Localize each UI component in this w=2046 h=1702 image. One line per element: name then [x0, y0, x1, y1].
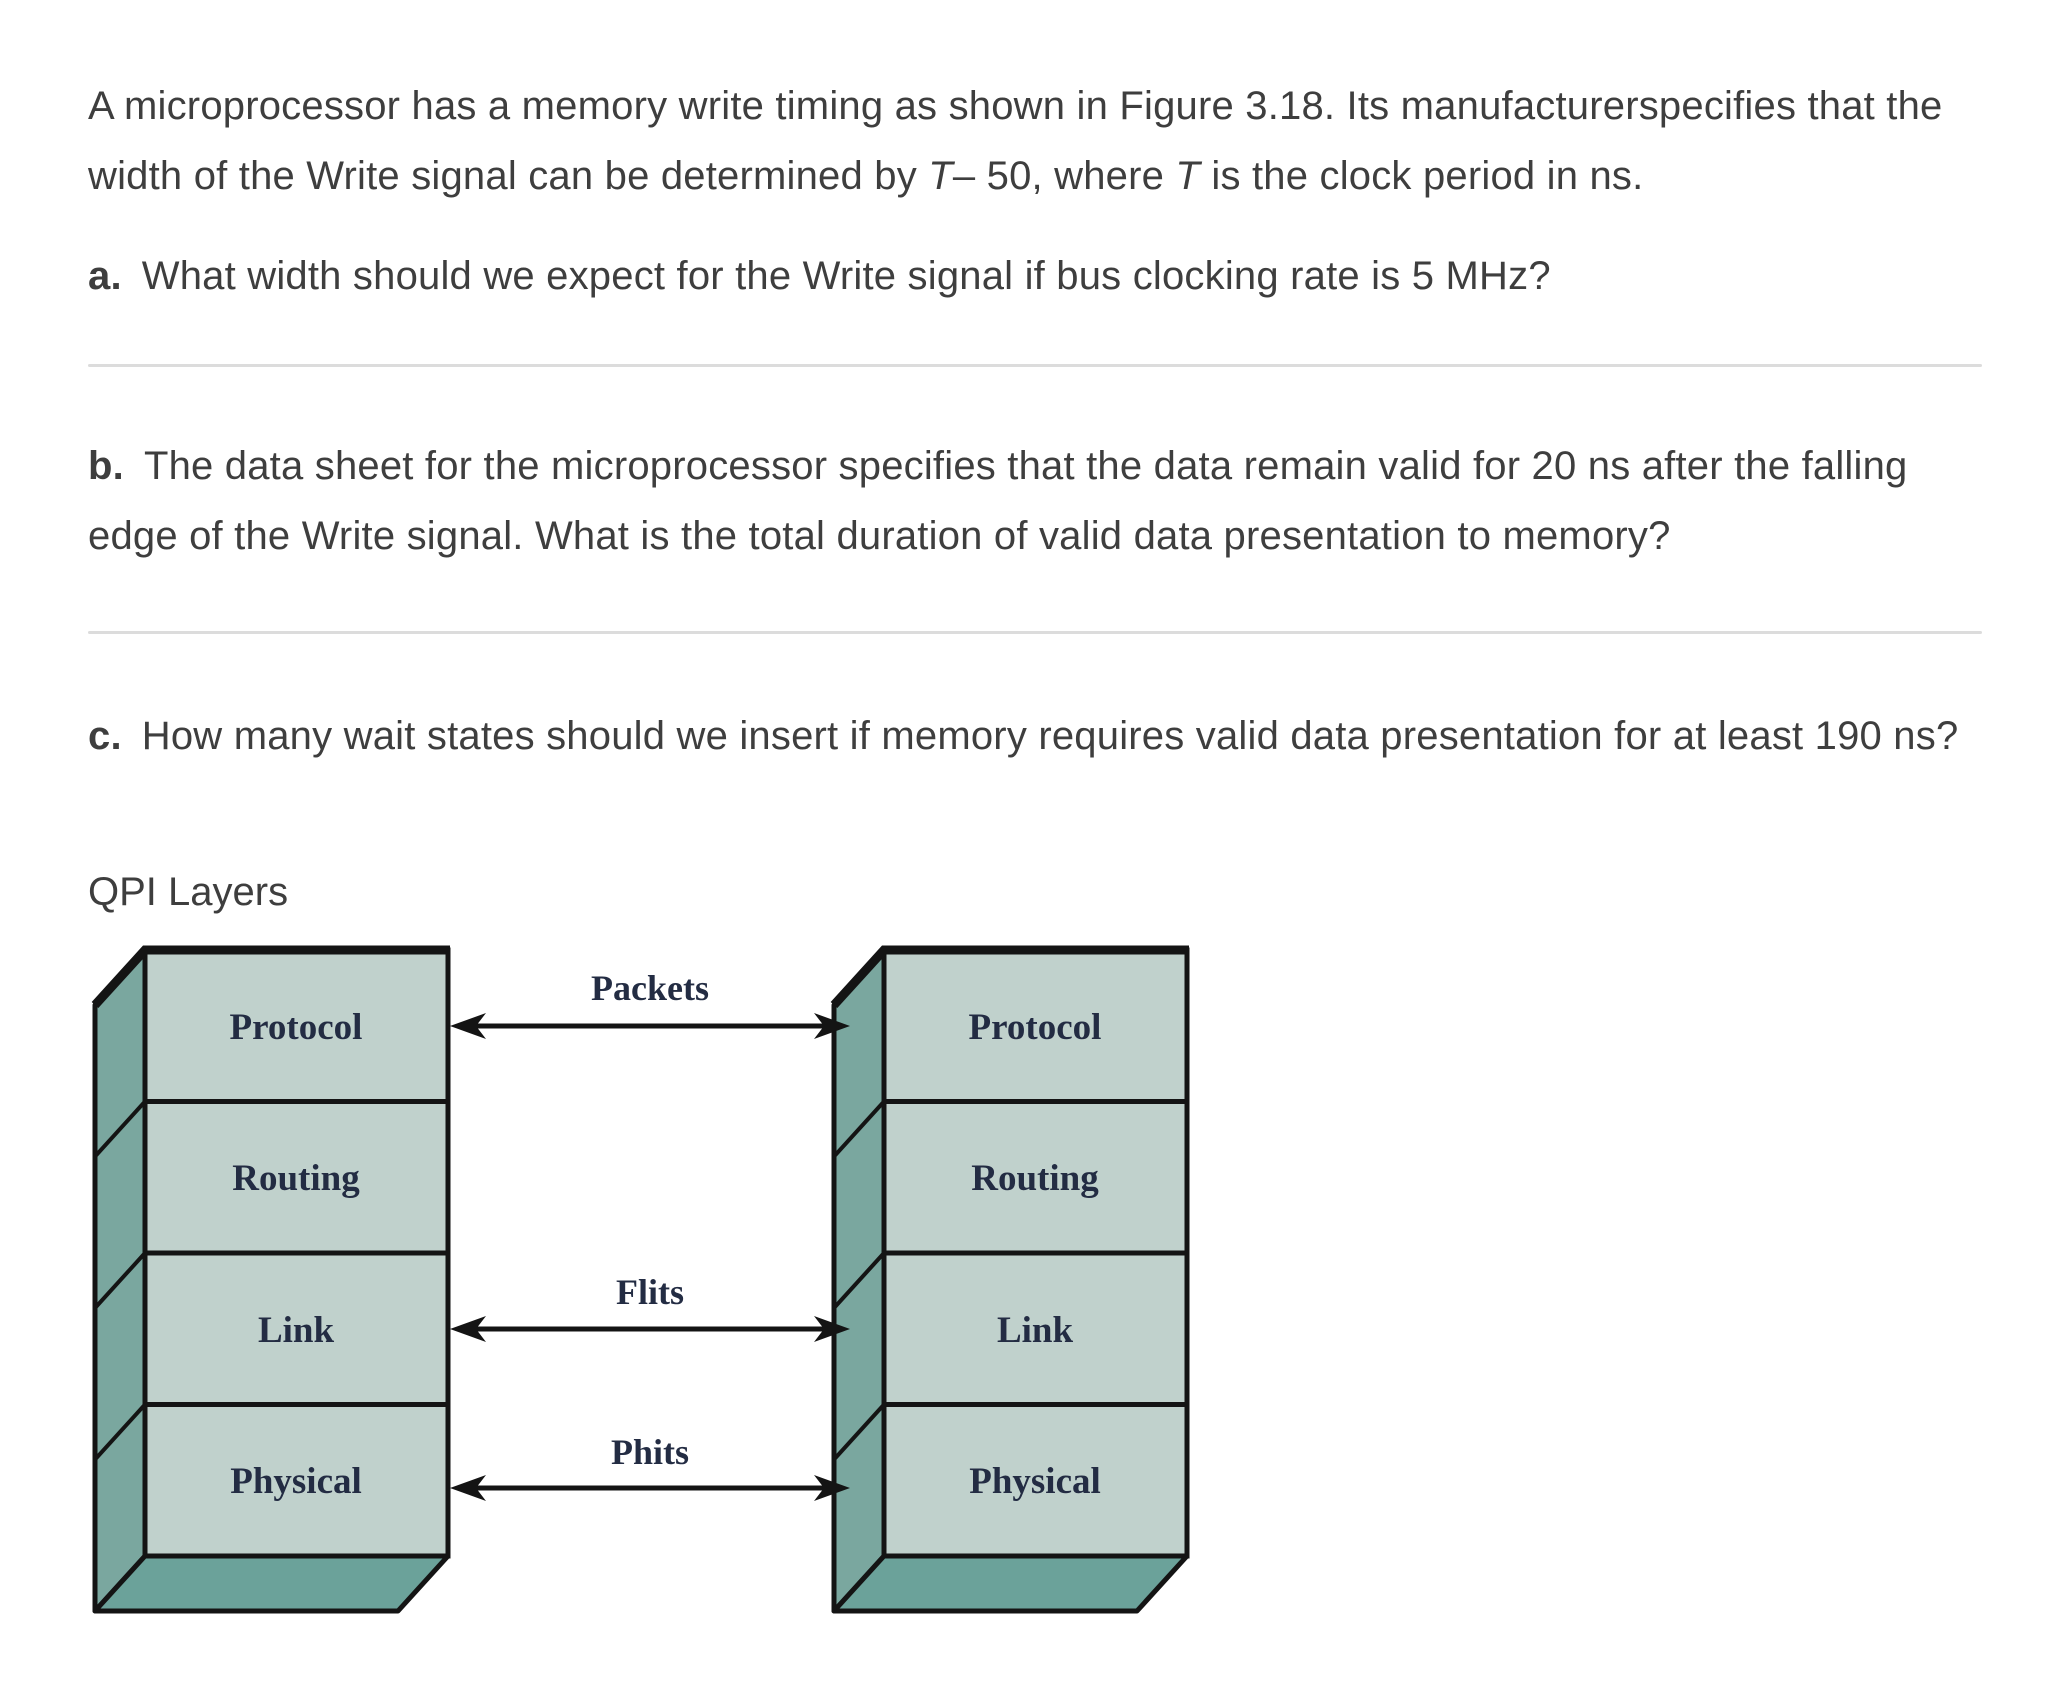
arrowhead-right [814, 1316, 850, 1342]
left-label-link: Link [258, 1310, 335, 1351]
phits-label: Phits [611, 1432, 689, 1472]
right-label-protocol: Protocol [969, 1007, 1102, 1048]
question-a-label: a. [88, 254, 122, 298]
intro-paragraph: A microprocessor has a memory write timi… [88, 71, 1978, 211]
right-layer-stack: Protocol Routing Link Physical [830, 945, 1190, 1614]
variable-T: T [928, 154, 953, 198]
left-side-separator [93, 1403, 147, 1461]
question-c-label: c. [88, 714, 122, 758]
variable-T: T [1175, 154, 1201, 198]
right-label-physical: Physical [969, 1461, 1101, 1502]
right-box-link [881, 1250, 1190, 1407]
arrowhead-left [450, 1013, 486, 1039]
left-layer-stack: Protocol Routing Link Physical [91, 945, 451, 1614]
arrowhead-left [450, 1316, 486, 1342]
phits-arrow: Phits [450, 1432, 850, 1501]
divider [88, 631, 1982, 634]
right-stack-top-edge [830, 945, 1189, 1009]
question-c: c. How many wait states should we insert … [88, 701, 1978, 771]
flits-arrow: Flits [450, 1272, 850, 1342]
flits-label: Flits [616, 1272, 684, 1312]
right-side-separator [832, 1100, 886, 1158]
arrowhead-left [450, 1475, 486, 1501]
left-label-protocol: Protocol [230, 1007, 363, 1048]
right-label-routing: Routing [971, 1158, 1099, 1199]
left-label-routing: Routing [232, 1158, 360, 1199]
left-label-physical: Physical [230, 1461, 362, 1502]
arrowhead-right [814, 1013, 850, 1039]
divider [88, 364, 1982, 367]
question-b-label: b. [88, 444, 124, 488]
right-box-physical [881, 1402, 1190, 1559]
question-b-text: The data sheet for the microprocessor sp… [88, 444, 1908, 558]
left-stack-bottom-face [92, 1553, 451, 1614]
packets-label: Packets [591, 968, 709, 1008]
left-side-separator [93, 1100, 147, 1158]
question-b: b.The data sheet for the microprocessor … [88, 431, 1978, 571]
qpi-layers-diagram: Protocol Routing Link Physical Protocol … [91, 945, 1190, 1614]
left-box-physical [142, 1402, 451, 1559]
right-box-routing [881, 1099, 1190, 1256]
left-side-separator [93, 1251, 147, 1310]
left-stack-top-edge [91, 945, 450, 1009]
right-side-separator [832, 1251, 886, 1310]
packets-arrow: Packets [450, 968, 850, 1039]
intro-text-2: – 50, where [952, 154, 1176, 198]
left-box-routing [142, 1099, 451, 1256]
right-stack-bottom-face [831, 1553, 1190, 1614]
right-label-link: Link [997, 1310, 1074, 1351]
right-side-separator [832, 1403, 886, 1461]
intro-text-3: is the clock period in ns. [1200, 154, 1644, 198]
diagram-title: QPI Layers [88, 870, 289, 914]
question-a-text: What width should we expect for the Writ… [141, 254, 1551, 298]
question-c-text: How many wait states should we insert if… [141, 714, 1959, 758]
arrowhead-right [814, 1475, 850, 1501]
intro-text-1: A microprocessor has a memory write timi… [88, 84, 1943, 198]
question-a: a. What width should we expect for the Wr… [88, 241, 1978, 311]
